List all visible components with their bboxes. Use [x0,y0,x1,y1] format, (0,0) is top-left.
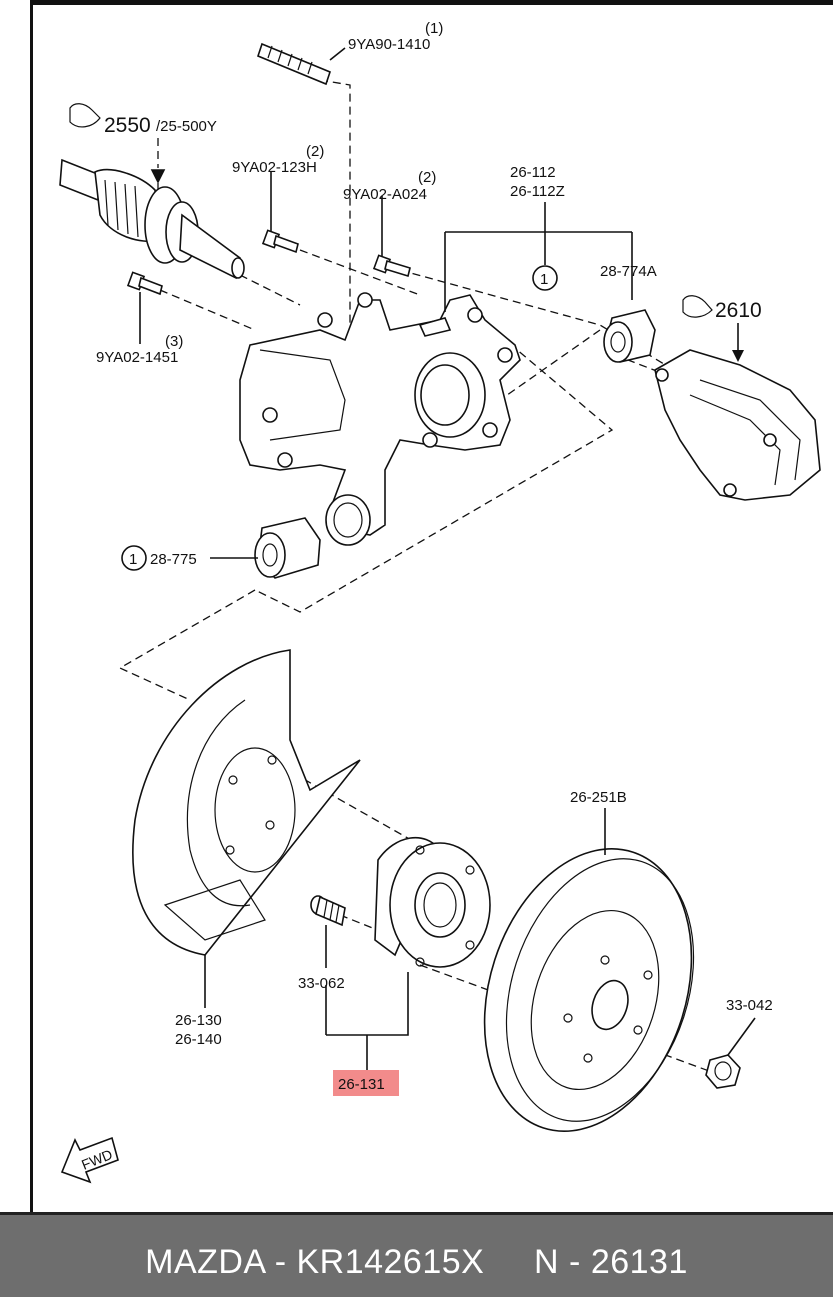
label-bolt-a: 9YA02-123H [232,159,317,176]
bushing-lower: 1 28-775 [121,517,321,579]
label-hub-highlight: 26-131 [338,1076,385,1093]
caliper: 2610 [654,295,821,501]
callout-circle-1-upper: 1 [540,271,548,288]
label-bushing-upper: 28-774A [600,263,657,280]
label-shield-2: 26-140 [175,1031,222,1048]
label-stud: 33-062 [298,975,345,992]
label-driveshaft-ref: 2550 [104,114,151,137]
footer-text: MAZDA - KR142615X N - 26131 [145,1243,688,1281]
brake-disc: 26-251B [483,789,695,1132]
bushing-upper: 28-774A [600,263,657,363]
knuckle [239,292,521,546]
callout-circle-1-lower: 1 [129,551,137,568]
label-bolt-a-qty: (2) [306,143,324,160]
bolt-a: 9YA02-123H (2) [232,143,324,254]
wheel-nut: 33-042 [705,997,773,1089]
dust-shield: 26-130 26-140 [132,649,361,1048]
label-shield-1: 26-130 [175,1012,222,1029]
hub-bearing: 26-131 [325,836,491,1096]
label-bolt-top: 9YA90-1410 [348,36,430,53]
top-border [30,0,833,5]
footer-bar: MAZDA - KR142615X N - 26131 [0,1212,833,1297]
wheel-stud: 33-062 [298,895,346,992]
knuckle-callout: 26-112 26-112Z 1 [444,164,633,312]
label-knuckle-1: 26-112 [510,164,556,181]
label-knuckle-2: 26-112Z [510,183,565,200]
label-nut: 33-042 [726,997,773,1014]
driveshaft: 2550 /25-500Y [59,103,245,280]
fwd-arrow: FWD [60,1136,119,1184]
label-bolt-top-qty: (1) [425,20,443,37]
exploded-parts-diagram: 9YA90-1410 (1) 2550 /25-500Y 9YA02-123H … [59,20,821,1184]
highlight-box [333,1070,399,1096]
label-bolt-c: 9YA02-1451 [96,349,178,366]
bolt-c: 9YA02-1451 (3) [96,271,183,366]
bolt-b: 9YA02-A024 (2) [343,169,436,278]
label-bushing-lower: 28-775 [150,551,197,568]
long-bolt: 9YA90-1410 (1) [257,20,443,86]
label-disc: 26-251B [570,789,627,806]
label-bolt-b-qty: (2) [418,169,436,186]
label-driveshaft-ref-sub: /25-500Y [156,118,217,135]
label-bolt-b: 9YA02-A024 [343,186,427,203]
left-border [30,0,33,1212]
label-caliper-ref: 2610 [715,299,762,322]
label-bolt-c-qty: (3) [165,333,183,350]
